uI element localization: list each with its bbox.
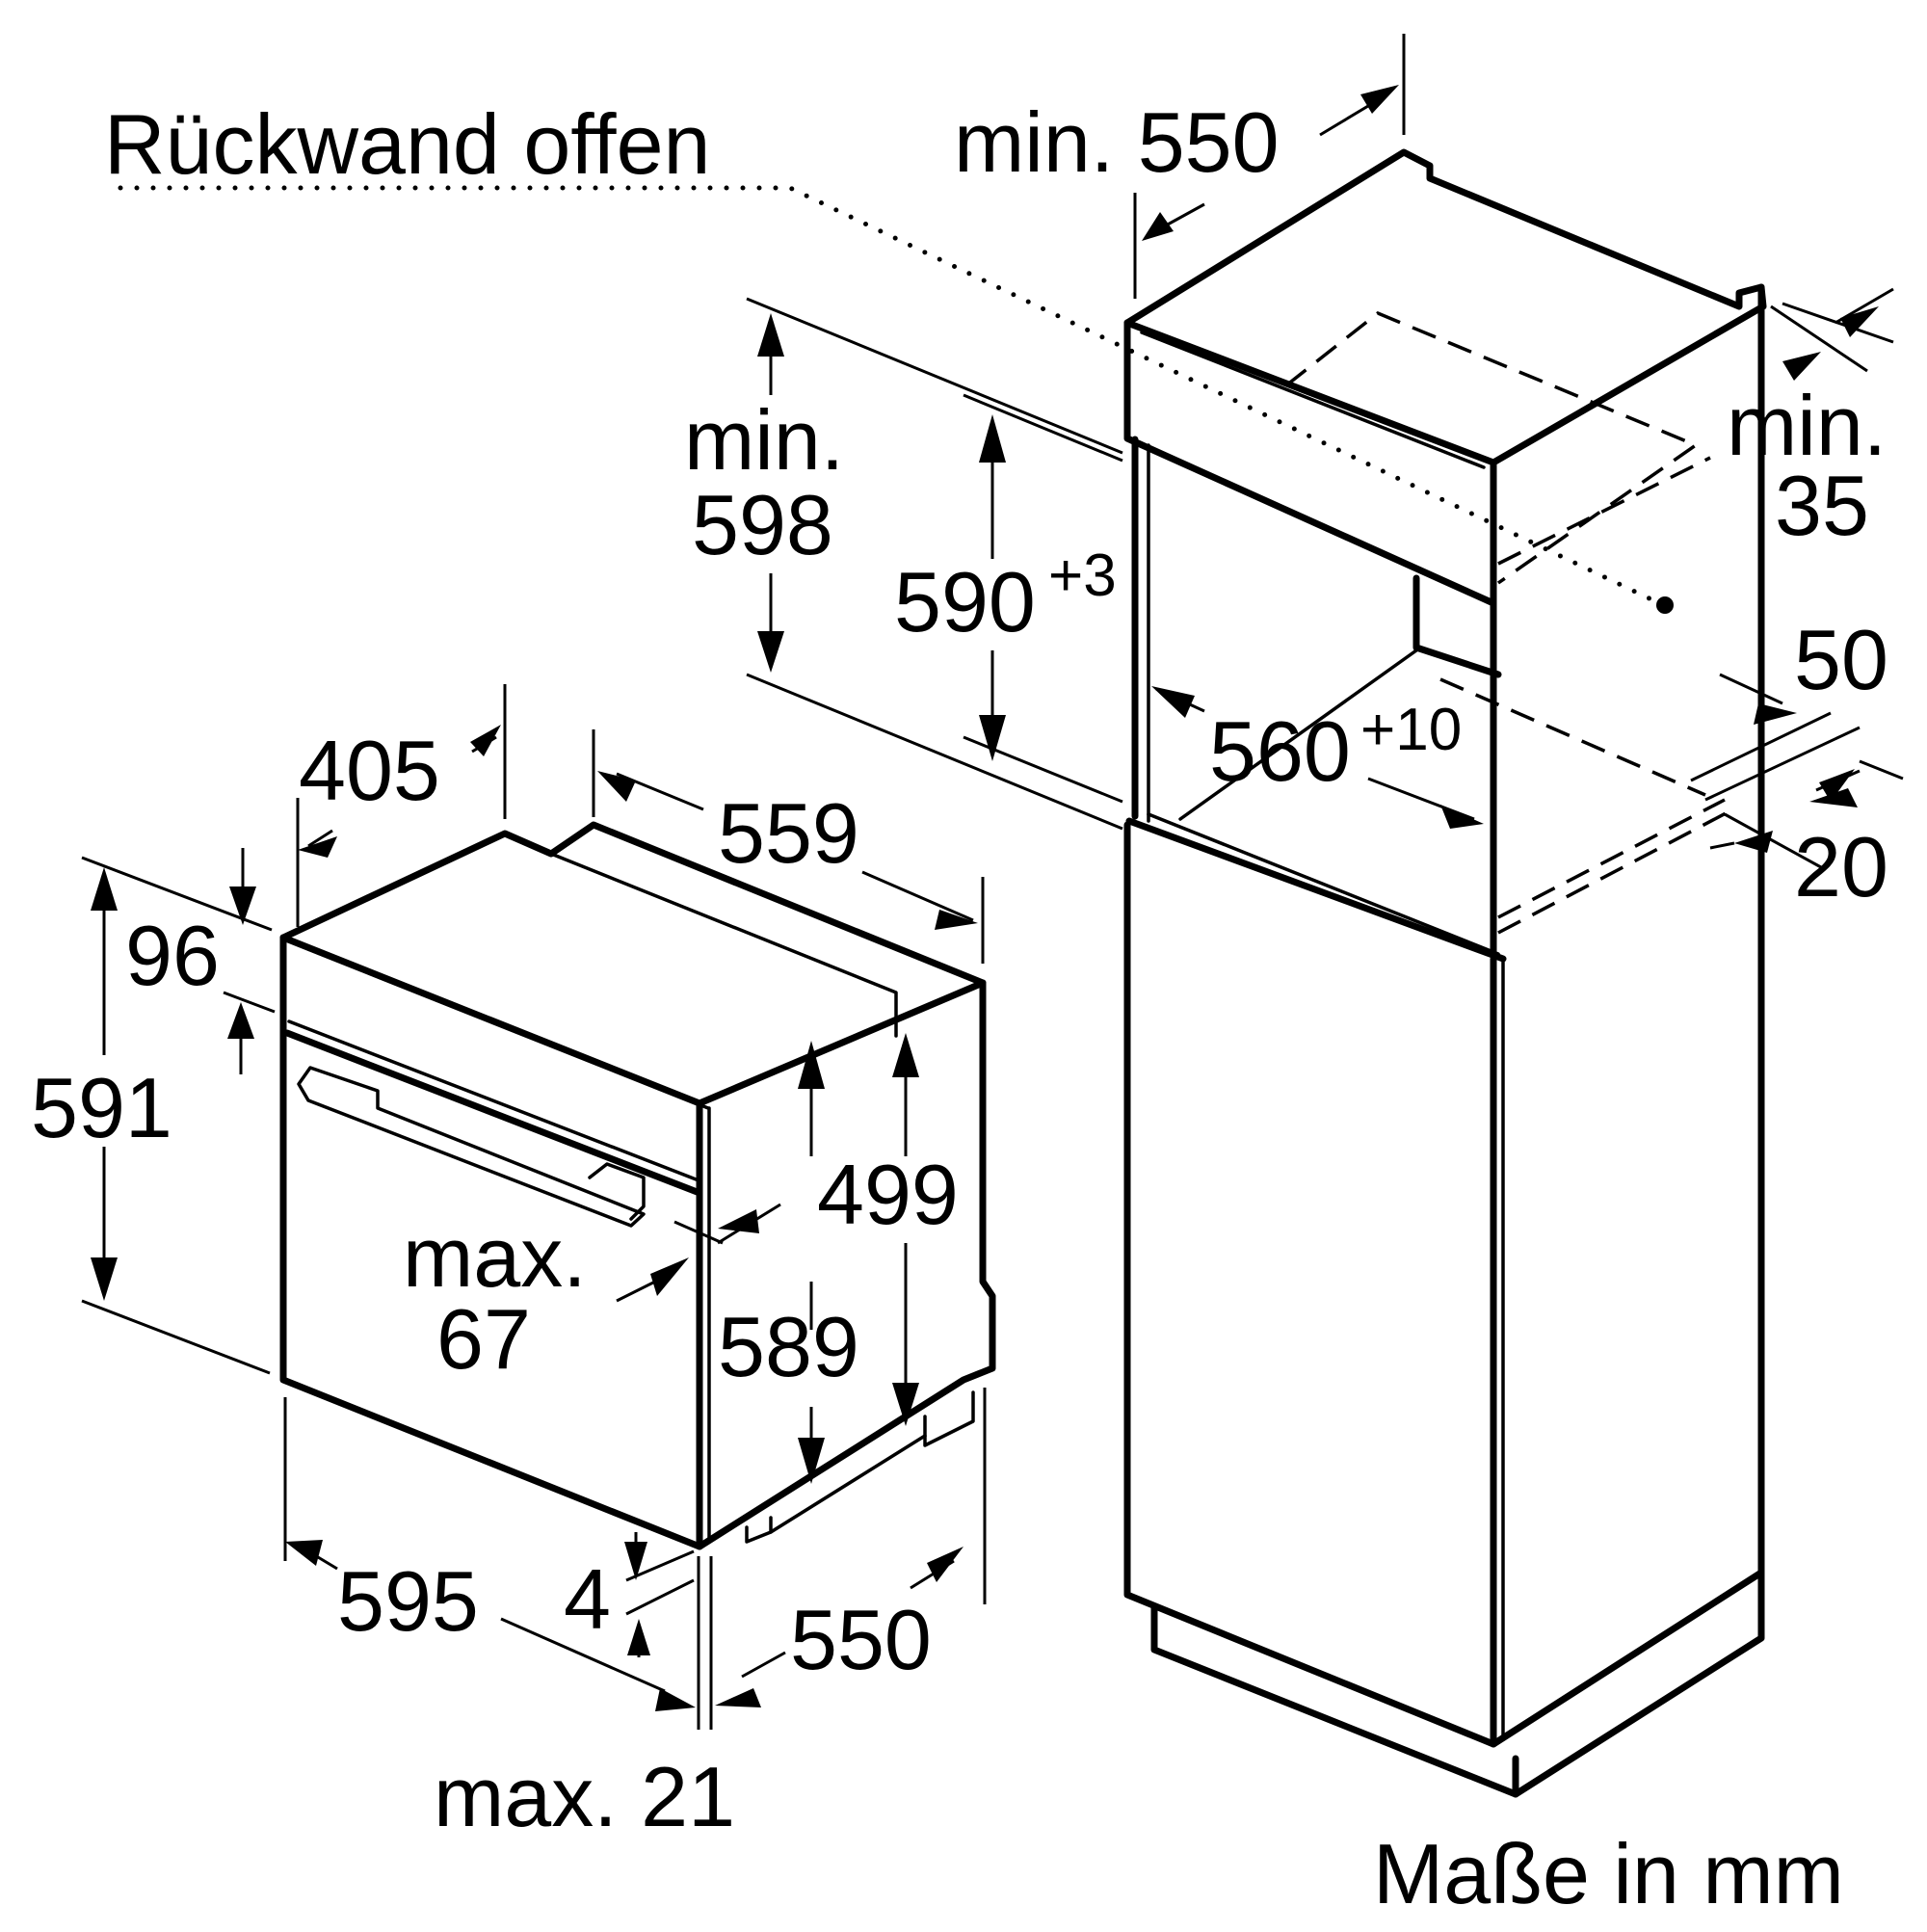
hidden-rear-top-2 (1497, 456, 1711, 566)
niche-floor-inner (1147, 812, 1500, 956)
dim-min-598-line1: min. (684, 392, 844, 488)
dim-559: 559 (718, 785, 859, 881)
oven (279, 821, 996, 1550)
arrowhead (285, 1540, 323, 1566)
arrowhead (798, 1438, 825, 1484)
dim-550-oven: 550 (790, 1592, 932, 1687)
upper-cabinet-front-edge (1123, 319, 1497, 466)
arrowhead (935, 910, 978, 930)
arrowhead (298, 836, 337, 858)
arrowhead (718, 1209, 759, 1233)
hidden-rear-low (1497, 809, 1730, 935)
arrowhead (1840, 306, 1879, 337)
rear-wall-open-label: Rückwand offen (104, 96, 710, 192)
arrowhead (470, 725, 501, 756)
arrowhead (655, 1688, 696, 1711)
arrowhead (1819, 769, 1855, 802)
arrowhead (979, 414, 1006, 463)
hidden-rear-top (1284, 310, 1700, 585)
arrowhead (91, 867, 118, 911)
arrowhead (757, 631, 784, 673)
arrowhead (91, 1257, 118, 1301)
oven-body-outline (279, 821, 996, 1550)
oven-labels: 405 559 96 591 499 589 max. 67 595 4 550… (31, 723, 959, 1844)
arrowhead (1734, 831, 1773, 853)
arrowhead (1151, 686, 1195, 718)
arrowhead (892, 1383, 919, 1426)
oven-panel-top (306, 947, 710, 1110)
rear-wall-leader (118, 185, 1660, 605)
hidden-rear-mid (1439, 677, 1706, 797)
arrowhead (650, 1257, 689, 1296)
arrowhead (757, 313, 784, 357)
upper-cabinet-outline (1123, 148, 1767, 607)
dim-591: 591 (31, 1060, 172, 1155)
rear-panel-post (1412, 574, 1502, 678)
arrowhead (597, 771, 636, 802)
upper-cabinet-inner-edge (1140, 331, 1486, 469)
cabinet-diagonal (1178, 648, 1418, 821)
units-note: Maße in mm (1373, 1826, 1844, 1921)
arrowhead (979, 715, 1006, 761)
dim-499: 499 (817, 1147, 959, 1242)
arrowheads (91, 85, 1879, 1711)
dim-405: 405 (299, 723, 440, 818)
arrowhead (798, 1041, 825, 1089)
rear-opening-marker (1656, 596, 1674, 614)
oven-bottom-rear (769, 1434, 927, 1534)
dim-50: 50 (1794, 612, 1888, 707)
arrowhead (227, 1002, 254, 1039)
oven-handle-end (588, 1162, 646, 1221)
dim-595: 595 (337, 1553, 479, 1649)
dim-560: 560 (1209, 703, 1351, 799)
hidden-rear-low-2 (1497, 798, 1726, 919)
dim-max-67-line1: max. (403, 1209, 587, 1305)
dim-max-67-line2: 67 (436, 1291, 531, 1387)
niche-labels: min. 550 min. 598 590 +3 560 +10 min. 35… (684, 94, 1888, 914)
dim-589: 589 (718, 1299, 859, 1394)
dim-max-21: max. 21 (434, 1749, 735, 1844)
cabinet-plinth (1150, 1569, 1765, 1798)
lower-cabinet-outline (1123, 671, 1765, 1748)
arrowhead (1782, 352, 1821, 381)
oven-foot-2 (923, 1390, 975, 1447)
arrowhead (624, 1542, 647, 1580)
dim-min-550-niche: min. 550 (954, 94, 1280, 190)
oven-foot-1 (745, 1516, 773, 1544)
dimension-lines (81, 34, 1904, 1730)
arrowhead (1809, 788, 1858, 807)
cabinet (1123, 148, 1767, 1798)
arrowhead (1440, 805, 1484, 829)
arrowhead (927, 1547, 964, 1582)
oven-handle (297, 1066, 646, 1228)
arrowhead (715, 1688, 761, 1707)
arrowhead (1754, 703, 1797, 725)
oven-panel-bottom (287, 1019, 700, 1182)
oven-door-top (283, 1029, 703, 1197)
arrowhead (627, 1619, 650, 1655)
arrowhead (1360, 85, 1399, 114)
dim-min-35-line2: 35 (1775, 458, 1869, 553)
niche-floor (1125, 817, 1507, 963)
dim-min-35-line1: min. (1727, 378, 1887, 473)
dim-590: 590 (894, 554, 1036, 649)
arrowhead (892, 1033, 919, 1077)
dim-4: 4 (564, 1551, 611, 1647)
arrowhead (1142, 212, 1174, 241)
dim-min-598-line2: 598 (692, 477, 833, 572)
oven-top-ridge (549, 852, 898, 1038)
dim-96: 96 (125, 908, 220, 1003)
arrowhead (229, 887, 256, 925)
dim-590-tolerance: +3 (1048, 543, 1117, 609)
dim-20: 20 (1794, 819, 1888, 914)
dim-560-tolerance: +10 (1360, 697, 1462, 763)
